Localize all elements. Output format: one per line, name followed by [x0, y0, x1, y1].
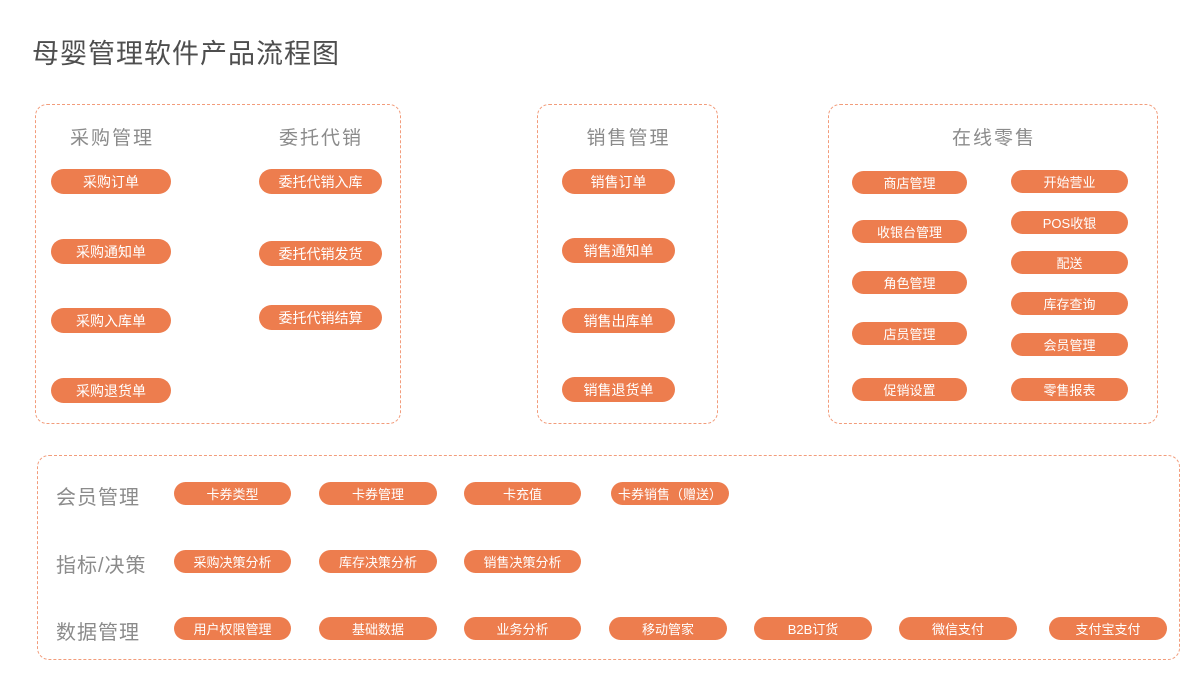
- pill-sales-decision-analysis[interactable]: 销售决策分析: [464, 550, 581, 573]
- pill-wechat-pay[interactable]: 微信支付: [899, 617, 1017, 640]
- pill-purchase-return[interactable]: 采购退货单: [51, 378, 171, 403]
- pill-retail-report[interactable]: 零售报表: [1011, 378, 1128, 401]
- pill-sales-outbound[interactable]: 销售出库单: [562, 308, 675, 333]
- pill-basic-data[interactable]: 基础数据: [319, 617, 437, 640]
- pill-start-business[interactable]: 开始营业: [1011, 170, 1128, 193]
- pill-card-recharge[interactable]: 卡充值: [464, 482, 581, 505]
- pill-inventory-query[interactable]: 库存查询: [1011, 292, 1128, 315]
- pill-card-type[interactable]: 卡券类型: [174, 482, 291, 505]
- panel-online-retail: 在线零售 商店管理 收银台管理 角色管理 店员管理 促销设置 开始营业 POS收…: [828, 104, 1158, 424]
- pill-purchase-inbound[interactable]: 采购入库单: [51, 308, 171, 333]
- pill-purchase-notice[interactable]: 采购通知单: [51, 239, 171, 264]
- section-header-purchase: 采购管理: [69, 128, 154, 149]
- pill-role-management[interactable]: 角色管理: [852, 271, 967, 294]
- pill-consignment-inbound[interactable]: 委托代销入库: [259, 169, 382, 194]
- pill-cashier-management[interactable]: 收银台管理: [852, 220, 967, 243]
- row-label-data-management: 数据管理: [56, 622, 140, 644]
- section-header-sales: 销售管理: [586, 128, 671, 149]
- section-header-consignment: 委托代销: [278, 128, 363, 149]
- pill-consignment-settlement[interactable]: 委托代销结算: [259, 305, 382, 330]
- pill-mobile-manager[interactable]: 移动管家: [609, 617, 727, 640]
- section-header-retail: 在线零售: [951, 128, 1036, 149]
- pill-sales-order[interactable]: 销售订单: [562, 169, 675, 194]
- pill-sales-notice[interactable]: 销售通知单: [562, 238, 675, 263]
- pill-sales-return[interactable]: 销售退货单: [562, 377, 675, 402]
- pill-promotion-settings[interactable]: 促销设置: [852, 378, 967, 401]
- panel-sales: 销售管理 销售订单 销售通知单 销售出库单 销售退货单: [537, 104, 718, 424]
- pill-consignment-shipping[interactable]: 委托代销发货: [259, 241, 382, 266]
- pill-inventory-decision-analysis[interactable]: 库存决策分析: [319, 550, 437, 573]
- pill-member-management[interactable]: 会员管理: [1011, 333, 1128, 356]
- panel-bottom-modules: 会员管理 指标/决策 数据管理 卡券类型 卡券管理 卡充值 卡券销售（赠送） 采…: [37, 455, 1180, 660]
- pill-purchase-decision-analysis[interactable]: 采购决策分析: [174, 550, 291, 573]
- page-title: 母婴管理软件产品流程图: [32, 39, 340, 69]
- pill-card-management[interactable]: 卡券管理: [319, 482, 437, 505]
- pill-user-permission-management[interactable]: 用户权限管理: [174, 617, 291, 640]
- pill-purchase-order[interactable]: 采购订单: [51, 169, 171, 194]
- panel-purchase-consignment: 采购管理 委托代销 采购订单 采购通知单 采购入库单 采购退货单 委托代销入库 …: [35, 104, 401, 424]
- pill-alipay-pay[interactable]: 支付宝支付: [1049, 617, 1167, 640]
- row-label-member-management: 会员管理: [56, 487, 140, 509]
- pill-business-analysis[interactable]: 业务分析: [464, 617, 581, 640]
- pill-delivery[interactable]: 配送: [1011, 251, 1128, 274]
- row-label-metrics-decision: 指标/决策: [56, 555, 147, 577]
- pill-b2b-ordering[interactable]: B2B订货: [754, 617, 872, 640]
- pill-clerk-management[interactable]: 店员管理: [852, 322, 967, 345]
- pill-store-management[interactable]: 商店管理: [852, 171, 967, 194]
- pill-card-sales-gift[interactable]: 卡券销售（赠送）: [611, 482, 729, 505]
- pill-pos-cashier[interactable]: POS收银: [1011, 211, 1128, 234]
